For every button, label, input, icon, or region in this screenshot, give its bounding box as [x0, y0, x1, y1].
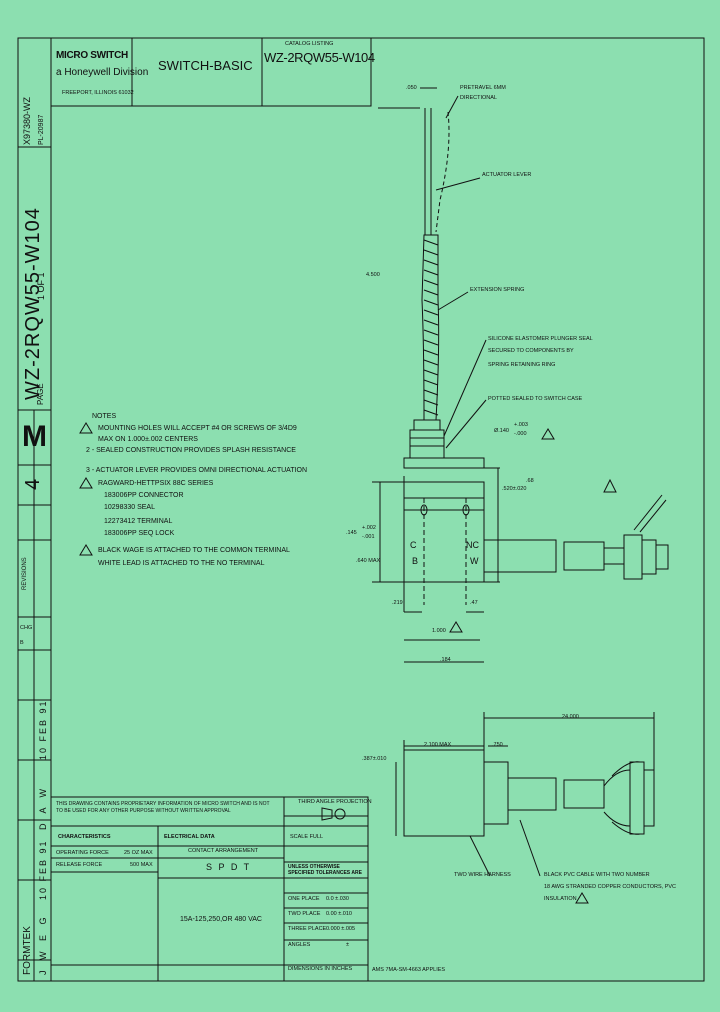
cable-callout-2: 18 AWG STRANDED COPPER CONDUCTORS, PVC — [544, 884, 677, 890]
company-division: a Honeywell Division — [56, 67, 149, 78]
two-place-label: TWO PLACE — [288, 911, 321, 917]
drawing-number-vertical: WZ-2RQW55-W104 — [22, 207, 44, 400]
cable-callout-1: BLACK PVC CABLE WITH TWO NUMBER — [544, 872, 650, 878]
contact-arrangement-label: CONTACT ARRANGEMENT — [188, 848, 259, 854]
dim-24: 24.000 — [562, 714, 579, 720]
dia-tol-minus: -.000 — [514, 431, 527, 437]
bottom-title-block — [50, 796, 369, 982]
electrical-rating: 15A-125,250,OR 480 VAC — [180, 916, 262, 923]
switch-body — [403, 481, 485, 583]
dim-2100: 2.100 MAX — [424, 742, 452, 748]
note-item: WHITE LEAD IS ATTACHED TO THE NO TERMINA… — [98, 560, 265, 567]
note-item: 10298330 SEAL — [104, 504, 155, 511]
one-place-label: ONE PLACE — [288, 896, 320, 902]
pretravel-callout-2: DIRECTIONAL — [460, 95, 497, 101]
big-m-letter: M — [22, 420, 47, 453]
ref-number-vertical: X97380-WZ — [22, 96, 32, 145]
silicone-callout-1: SILICONE ELASTOMER PLUNGER SEAL — [488, 336, 593, 342]
ams-note: AMS 7MA-SM-4663 APPLIES — [372, 967, 446, 973]
pretravel-callout: PRETRAVEL 6MM — [460, 85, 506, 91]
dia-label: Ø.140 — [494, 428, 509, 434]
title-block — [50, 37, 372, 107]
sheet-digit: 4 — [22, 478, 44, 490]
contact-arrangement: S P D T — [206, 862, 252, 872]
scale-label: SCALE FULL — [290, 834, 324, 840]
note-item: BLACK WAGE IS ATTACHED TO THE COMMON TER… — [98, 547, 290, 554]
release-force-value: 500 MAX — [130, 862, 153, 868]
chg-by: B — [20, 640, 24, 646]
extension-callout: EXTENSION SPRING — [470, 287, 525, 293]
actuator-callout: ACTUATOR LEVER — [482, 172, 532, 178]
page-value-vertical: 1 OF 1 — [36, 272, 46, 300]
angles-value: ± — [346, 942, 350, 948]
terminal-c: C — [410, 540, 417, 550]
dimensions-note: DIMENSIONS IN INCHES — [288, 966, 353, 972]
initials-vertical: J W E G — [38, 913, 48, 976]
note-item: RAGWARD-HETTPSIX 88C SERIES — [98, 480, 214, 487]
terminal-b: B — [412, 556, 419, 566]
company-logo: MICRO SWITCH — [56, 50, 128, 61]
note-item: 3 - ACTUATOR LEVER PROVIDES OMNI DIRECTI… — [86, 467, 308, 474]
page-label-vertical: PAGE — [36, 383, 45, 405]
formtek-label: FORMTEK — [22, 926, 33, 975]
three-place-label: THREE PLACE — [288, 926, 327, 932]
cable-callout-3: INSULATION — [544, 896, 577, 902]
dim-750: .750 — [492, 742, 503, 748]
dim-640: .640 MAX — [356, 558, 381, 564]
revision-label: REVISIONS — [22, 557, 28, 590]
dim-1000: 1.000 — [432, 628, 446, 634]
third-angle-label: THIRD ANGLE PROJECTION — [298, 799, 372, 805]
release-force-label: RELEASE FORCE — [56, 862, 103, 868]
characteristics-header: CHARACTERISTICS — [58, 834, 111, 840]
proprietary-note: THIS DRAWING CONTAINS PROPRIETARY INFORM… — [56, 801, 270, 814]
inner-frame — [50, 37, 705, 982]
dim-145: .145 — [346, 530, 357, 536]
three-place-value: 0.000 ±.005 — [326, 926, 356, 932]
length-dim: 4.500 — [366, 272, 380, 278]
terminal-w: W — [470, 556, 479, 566]
dim-top: .050 — [406, 85, 417, 91]
harness-callout: TWO WIRE HARNESS — [454, 872, 511, 878]
tol2-minus: -.001 — [362, 534, 375, 540]
drawing-description: SWITCH-BASIC — [158, 58, 253, 73]
operating-force-label: OPERATING FORCE — [56, 850, 109, 856]
angles-label: ANGLES — [288, 942, 311, 948]
note-item: 2 - SEALED CONSTRUCTION PROVIDES SPLASH … — [86, 447, 296, 454]
company-location: FREEPORT, ILLINOIS 61032 — [62, 90, 134, 96]
one-place-value: 0.0 ±.030 — [326, 896, 349, 902]
date2-vertical: 10 FEB 91 — [38, 699, 48, 760]
note-item: 183006PP SEQ LOCK — [104, 530, 175, 537]
notes-heading: NOTES — [92, 413, 117, 420]
ref-line2-vertical: PL-20987 — [38, 114, 45, 145]
dim-520: .520±.020 — [502, 486, 527, 492]
catalog-listing-label: CATALOG LISTING — [285, 41, 334, 47]
chg-label: CHG — [20, 625, 33, 631]
dia-tol-plus: +.003 — [514, 422, 528, 428]
dates-small-vertical: D A W — [38, 784, 48, 830]
note-item: 12273412 TERMINAL — [104, 518, 173, 525]
note-item: MOUNTING HOLES WILL ACCEPT #4 OR SCREWS … — [98, 425, 297, 432]
tol2-plus: +.002 — [362, 525, 376, 531]
dim-47: .47 — [470, 600, 478, 606]
silicone-callout-3: SPRING RETAINING RING — [488, 362, 556, 368]
two-place-value: 0.00 ±.010 — [326, 911, 352, 917]
potted-callout: POTTED SEALED TO SWITCH CASE — [488, 396, 583, 402]
dim-219: .219 — [392, 600, 403, 606]
catalog-listing: WZ-2RQW55-W104 — [264, 50, 375, 65]
note-item: 183006PP CONNECTOR — [104, 492, 184, 499]
electrical-header: ELECTRICAL DATA — [164, 834, 215, 840]
tolerances-label: UNLESS OTHERWISE SPECIFIED TOLERANCES AR… — [288, 864, 362, 876]
harness-body — [403, 749, 485, 837]
operating-force-value: 25 OZ MAX — [124, 850, 153, 856]
date-vertical: 10 FEB 91 — [38, 839, 48, 900]
dim-184: .184 — [440, 657, 451, 663]
dim-387: .387±.010 — [362, 756, 387, 762]
dim-68: .68 — [526, 478, 534, 484]
silicone-callout-2: SECURED TO COMPONENTS BY — [488, 348, 574, 354]
note-item: MAX ON 1.000±.002 CENTERS — [98, 436, 198, 443]
terminal-nc: NC — [466, 540, 479, 550]
